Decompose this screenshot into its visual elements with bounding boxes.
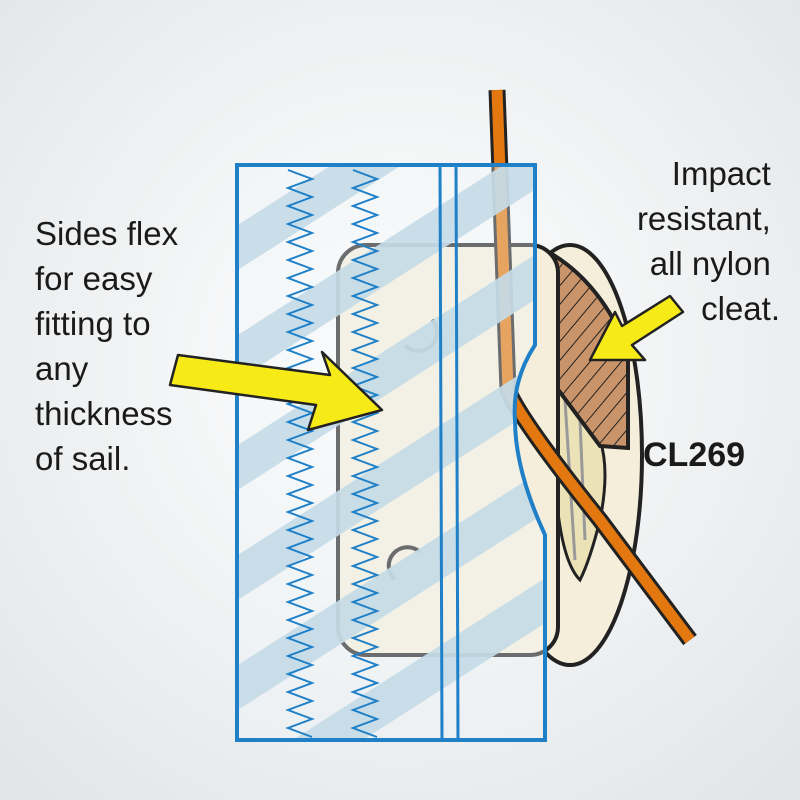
luff-seam-1 <box>438 165 444 740</box>
sail <box>235 163 547 742</box>
right-callout-text: Impact resistant, all nylon cleat. <box>637 155 780 327</box>
stitch-line-left <box>285 169 315 738</box>
luff-seam-2 <box>454 165 460 740</box>
cleat-jaw <box>543 246 630 451</box>
arrow-right-callout <box>588 294 685 362</box>
arrow-left-callout <box>168 350 384 432</box>
product-code: CL269 <box>643 436 745 474</box>
left-callout-text: Sides flex for easy fitting to any thick… <box>35 215 187 477</box>
sail-edge <box>235 163 547 742</box>
stitch-line-right <box>350 169 380 738</box>
